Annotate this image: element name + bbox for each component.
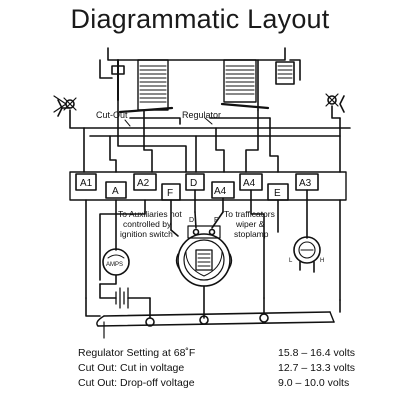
trafficators-note: To trafficators wiper & stoplamp: [224, 209, 275, 239]
spec-row: Regulator Setting at 68˚F 15.8 – 16.4 vo…: [78, 346, 378, 361]
chassis-earth: [85, 297, 341, 339]
terminal-label: F: [167, 188, 173, 199]
spec-row: Cut Out: Cut in voltage 12.7 – 13.3 volt…: [78, 361, 378, 376]
auxiliaries-line: controlled by: [123, 219, 172, 229]
battery-icon: [99, 283, 151, 309]
cutout-coil: [137, 59, 169, 111]
spec-row: Cut Out: Drop-off voltage 9.0 – 10.0 vol…: [78, 376, 378, 391]
ignition-switch-icon: [293, 236, 321, 264]
spec-label: Cut Out: Drop-off voltage: [78, 377, 195, 389]
trafficators-line: To trafficators: [224, 209, 275, 219]
terminal-labels: A1 A A2 F D A4 A4 E A3: [80, 178, 312, 199]
spec-value: 9.0 – 10.0 volts: [278, 377, 350, 389]
trafficators-line: wiper &: [235, 219, 265, 229]
terminal-label: A4: [214, 186, 227, 197]
spec-value: 15.8 – 16.4 volts: [278, 347, 356, 359]
terminal-label: D: [190, 178, 197, 189]
spec-label: Regulator Setting at 68˚F: [78, 347, 196, 359]
left-lamp-icon: [53, 95, 71, 117]
spec-label: Cut Out: Cut in voltage: [78, 362, 185, 374]
terminal-label: E: [274, 188, 281, 199]
terminal-label: A3: [299, 178, 312, 189]
ignition-h: H: [320, 258, 324, 264]
terminal-label: A4: [243, 178, 256, 189]
auxiliaries-line: ignition switch: [120, 229, 173, 239]
auxiliaries-line: To Auxiliaries not: [118, 209, 182, 219]
right-lamp-icon: [339, 95, 345, 113]
trafficators-line: stoplamp: [234, 229, 269, 239]
specifications: Regulator Setting at 68˚F 15.8 – 16.4 vo…: [78, 346, 378, 391]
ignition-l: L: [289, 258, 293, 264]
regulator-label: Regulator: [182, 110, 221, 120]
terminal-label: A: [112, 186, 119, 197]
dynamo-icon: [175, 225, 233, 287]
regulator-coil: [223, 59, 257, 103]
terminal-label: A2: [137, 178, 150, 189]
dynamo-terminal-d: D: [189, 217, 194, 224]
spec-value: 12.7 – 13.3 volts: [278, 362, 356, 374]
dynamo-terminal-f: F: [214, 217, 218, 224]
page-title: Diagrammatic Layout: [70, 4, 330, 34]
cutout-label: Cut-Out: [96, 110, 128, 120]
control-box: [63, 47, 351, 173]
auxiliaries-note: To Auxiliaries not controlled by ignitio…: [118, 209, 182, 239]
terminal-label: A1: [80, 178, 93, 189]
ammeter-label: AMPS: [106, 262, 123, 268]
